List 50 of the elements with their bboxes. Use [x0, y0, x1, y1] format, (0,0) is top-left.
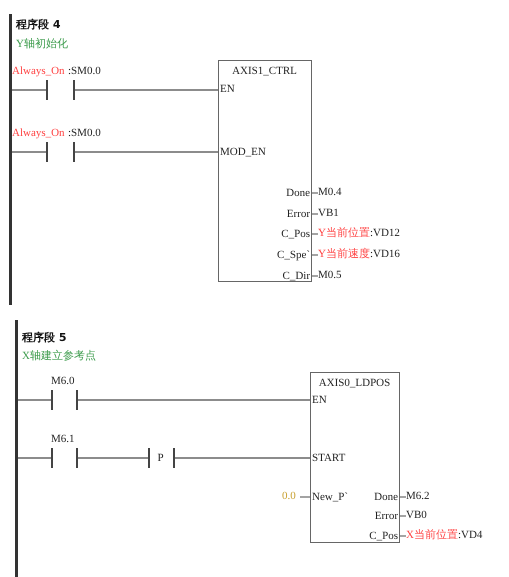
input-pin-label: New_P`: [312, 491, 348, 504]
block-title: AXIS1_CTRL: [231, 65, 298, 78]
output-pin-label: C_Dir: [282, 270, 310, 283]
power-rail: [15, 320, 18, 577]
input-pin-label: START: [312, 452, 346, 465]
output-pin-label: C_Spe`: [277, 249, 310, 262]
contact-label: M6.1: [51, 433, 75, 446]
output-pin-label: Done: [374, 491, 398, 504]
output-pin-label: C_Pos: [281, 228, 310, 241]
output-pin-label: Error: [374, 510, 398, 523]
output-pin-label: C_Pos: [369, 530, 398, 543]
network-heading: 程序段 5: [22, 331, 66, 344]
operand-label: M0.4: [318, 186, 342, 199]
wire: [18, 457, 51, 459]
network-comment: Y轴初始化: [16, 38, 68, 51]
function-block: [218, 60, 312, 282]
input-pin-label: EN: [220, 83, 235, 96]
contact-label: Always_On: [12, 65, 65, 78]
input-pin-label: MOD_EN: [220, 146, 266, 159]
operand-label: Y当前速度: [318, 248, 370, 261]
network-comment: X轴建立参考点: [22, 350, 96, 363]
wire: [78, 457, 148, 459]
wire: [78, 399, 310, 401]
operand-label: M0.5: [318, 269, 342, 282]
contact-label: Always_On: [12, 127, 65, 140]
operand-label: M6.2: [406, 490, 430, 503]
block-title: AXIS0_LDPOS: [318, 377, 392, 390]
contact-label: :SM0.0: [68, 65, 101, 78]
output-pin-label: Error: [286, 208, 310, 221]
operand-label: VB0: [406, 509, 427, 522]
wire: [12, 151, 46, 153]
wire: [18, 399, 51, 401]
operand-label: Y当前位置: [318, 227, 370, 240]
wire: [175, 457, 310, 459]
contact-label: M6.0: [51, 375, 75, 388]
operand-label: 0.0: [282, 490, 296, 503]
operand-label: :VD4: [458, 529, 482, 542]
operand-label: X当前位置: [406, 529, 458, 542]
function-block: [310, 372, 400, 543]
operand-label: :VD16: [370, 248, 400, 261]
wire: [75, 89, 218, 91]
contact-label: :SM0.0: [68, 127, 101, 140]
operand-label: :VD12: [370, 227, 400, 240]
contact-label: P: [158, 452, 164, 464]
wire: [12, 89, 46, 91]
wire: [75, 151, 218, 153]
operand-label: VB1: [318, 207, 339, 220]
input-pin-label: EN: [312, 394, 327, 407]
output-pin-label: Done: [286, 187, 310, 200]
power-rail: [9, 14, 12, 305]
